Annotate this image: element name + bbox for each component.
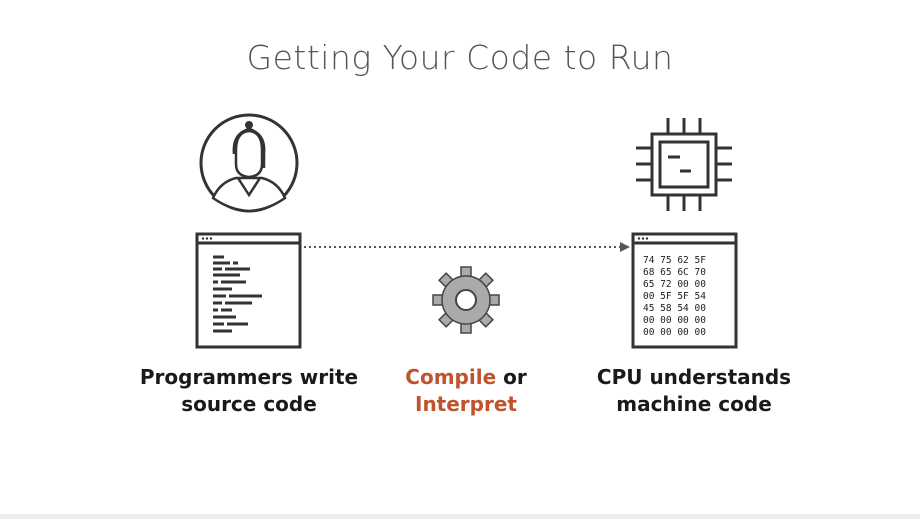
programmers-caption-line1: Programmers write bbox=[139, 365, 359, 389]
programmers-caption: Programmers write source code bbox=[129, 364, 369, 418]
cpu-caption: CPU understands machine code bbox=[574, 364, 814, 418]
flow-arrow bbox=[304, 242, 630, 252]
machine-code-row: 74 75 62 5F bbox=[643, 255, 706, 266]
source-code-lines bbox=[213, 255, 262, 333]
machine-code-row: 45 58 54 00 bbox=[643, 303, 706, 314]
machine-code-window: 74 75 62 5F 68 65 6C 70 65 72 00 00 00 5… bbox=[631, 232, 738, 349]
cpu-caption-line2: machine code bbox=[616, 392, 772, 416]
bottom-divider bbox=[0, 514, 920, 519]
compile-interpret-caption: Compile or Interpret bbox=[376, 364, 556, 418]
compile-label: Compile bbox=[405, 365, 497, 389]
source-code-window bbox=[195, 232, 302, 349]
cpu-chip-icon bbox=[636, 118, 732, 211]
machine-code-row: 00 00 00 00 bbox=[643, 327, 706, 338]
or-label: or bbox=[496, 365, 527, 389]
machine-code-row: 00 5F 5F 54 bbox=[643, 291, 706, 302]
programmer-avatar-icon bbox=[199, 113, 299, 213]
machine-code-row: 00 00 00 00 bbox=[643, 315, 706, 326]
machine-code-row: 65 72 00 00 bbox=[643, 279, 706, 290]
programmers-caption-line2: source code bbox=[181, 392, 317, 416]
cpu-caption-line1: CPU understands bbox=[596, 365, 792, 389]
interpret-label: Interpret bbox=[415, 392, 517, 416]
gear-icon bbox=[432, 266, 500, 334]
machine-code-row: 68 65 6C 70 bbox=[643, 267, 706, 278]
page-title: Getting Your Code to Run bbox=[246, 38, 674, 77]
machine-code-rows: 74 75 62 5F 68 65 6C 70 65 72 00 00 00 5… bbox=[643, 255, 706, 338]
